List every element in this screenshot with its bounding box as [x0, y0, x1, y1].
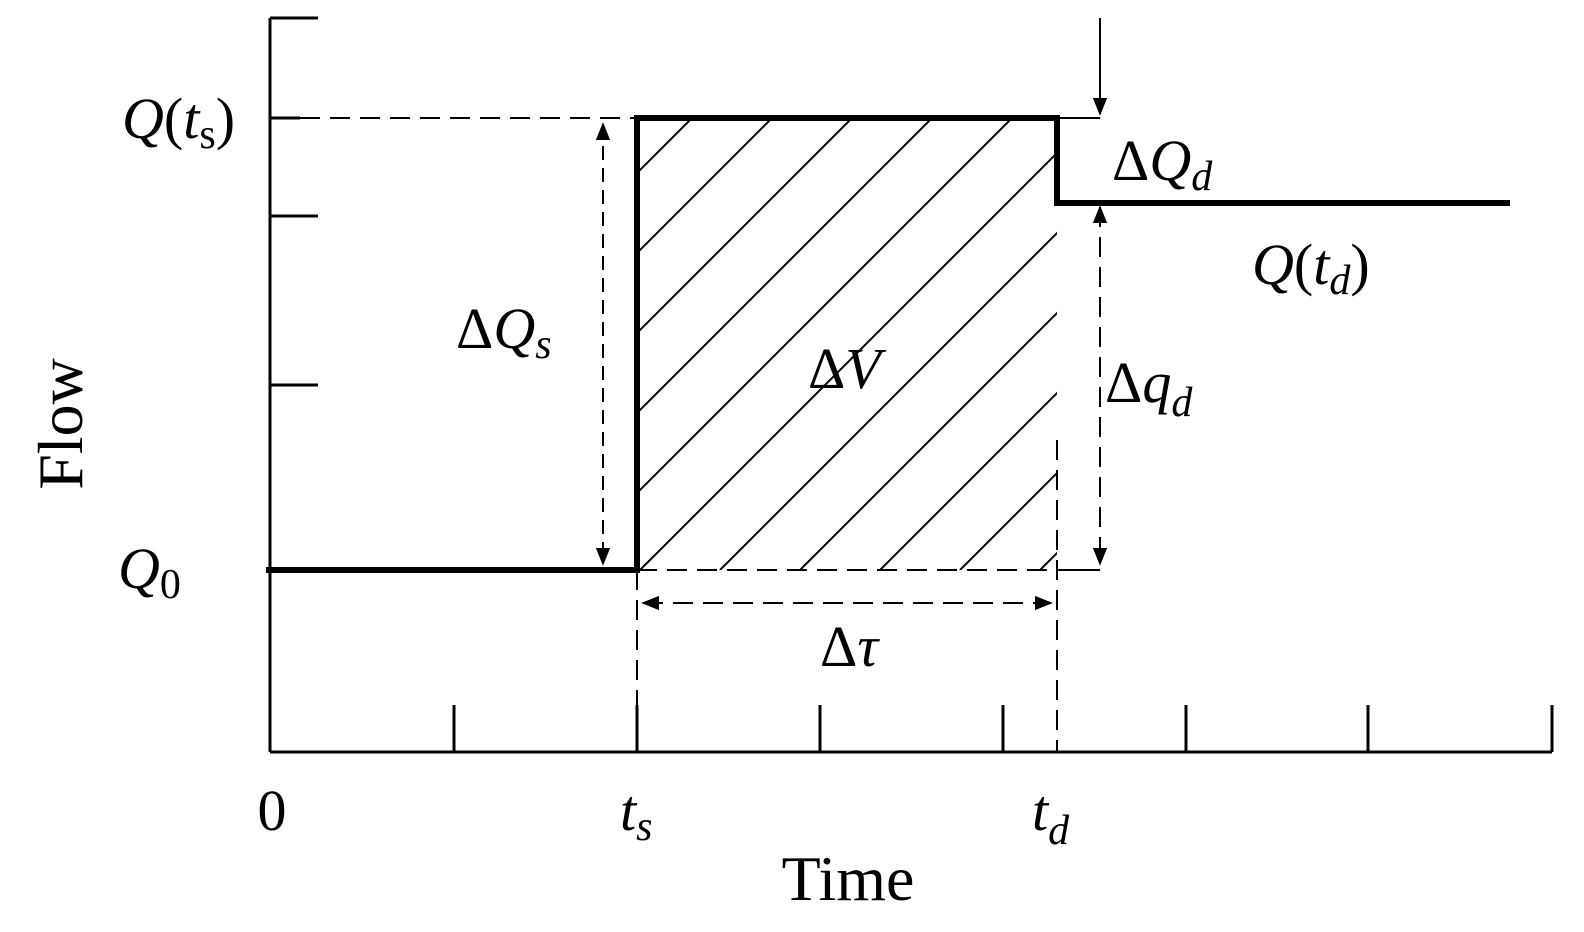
dimension-arrows — [595, 18, 1108, 611]
label-delta-qs: ΔQs — [456, 296, 552, 368]
y-axis-title: Flow — [25, 358, 96, 490]
x-tick-label-td: td — [1032, 778, 1070, 854]
dashed-guides — [270, 117, 1100, 752]
axes — [268, 16, 1554, 754]
label-delta-v: ΔV — [808, 336, 887, 401]
delta-v-hatch — [637, 120, 1057, 570]
label-delta-qd-small: Δqd — [1105, 350, 1193, 426]
label-q-td: Q(td) — [1252, 232, 1370, 304]
label-delta-tau: Δτ — [820, 614, 880, 679]
x-tick-label-origin: 0 — [258, 778, 287, 843]
label-delta-qd: ΔQd — [1112, 128, 1213, 200]
y-tick-label-qts: Q(ts) — [122, 86, 235, 158]
x-tick-label-ts: ts — [620, 778, 652, 850]
y-tick-label-q0: Q0 — [118, 536, 181, 608]
flow-curve — [266, 115, 1510, 573]
x-axis-title: Time — [782, 843, 915, 914]
